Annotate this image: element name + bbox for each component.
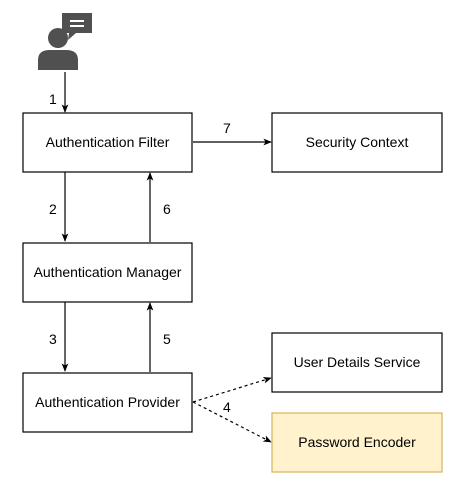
edge-6-label: 6 [163,201,171,217]
node-security-context: Security Context [271,112,443,173]
edge-5-label: 5 [163,331,171,347]
edge-3-label: 3 [49,331,57,347]
node-auth-provider: Authentication Provider [22,372,193,433]
edge-4a-line [192,377,272,403]
node-password-encoder: Password Encoder [271,412,443,473]
node-auth-manager: Authentication Manager [22,242,193,303]
node-password-encoder-label: Password Encoder [298,434,416,450]
user-chat-icon [38,13,92,70]
node-security-context-label: Security Context [306,134,409,150]
node-auth-manager-label: Authentication Manager [34,264,182,280]
node-auth-filter-label: Authentication Filter [46,134,170,150]
node-auth-filter: Authentication Filter [22,112,193,173]
edge-2-label: 2 [49,201,57,217]
edge-4-label: 4 [223,399,231,415]
edge-4b-line [192,401,272,443]
node-auth-provider-label: Authentication Provider [35,394,180,410]
node-user-details-service: User Details Service [271,332,443,393]
edge-7-label: 7 [223,120,231,136]
node-user-details-service-label: User Details Service [294,354,421,370]
edge-1-label: 1 [49,91,57,107]
edges [61,72,272,443]
edge-labels: 1 7 2 6 3 5 4 [49,91,231,415]
